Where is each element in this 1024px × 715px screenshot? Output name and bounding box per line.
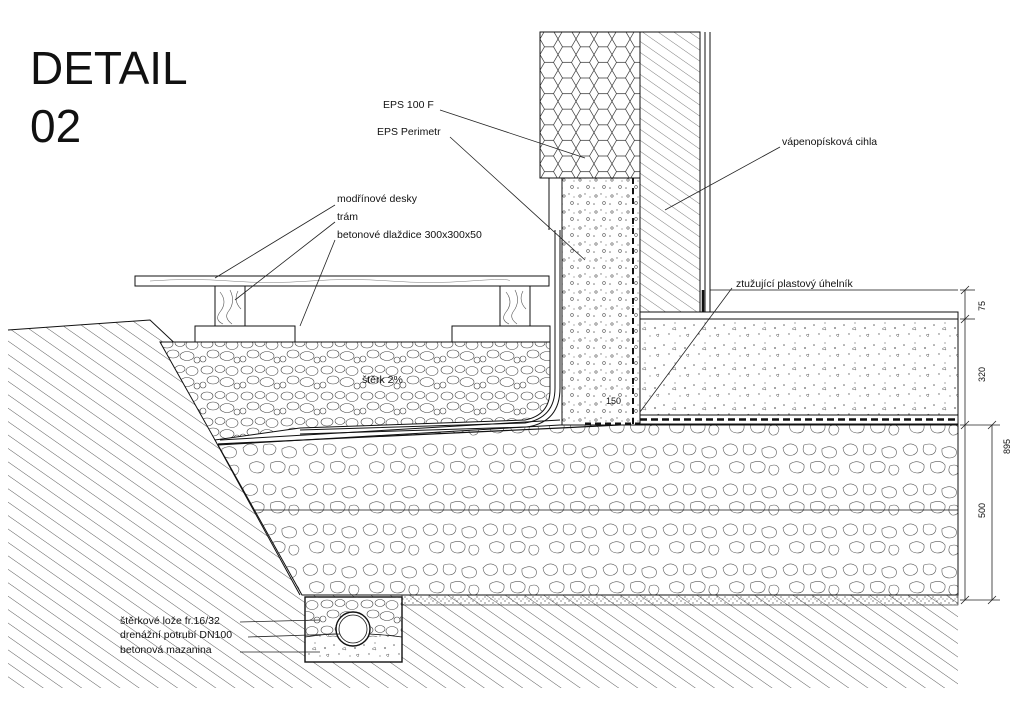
dim-320: 320 <box>977 367 987 382</box>
gravel-base-layer <box>217 419 959 596</box>
label-sand-lime-brick: vápenopísková cihla <box>782 136 877 148</box>
detail-number: 02 <box>30 100 82 152</box>
concrete-slab <box>639 318 959 416</box>
larch-decking <box>134 275 550 287</box>
dim-895: 895 <box>1002 439 1012 454</box>
drain-pipe <box>335 611 371 647</box>
label-gravel-slope: štěrk 2% <box>362 374 403 386</box>
label-beam: trám <box>337 211 358 223</box>
label-concrete-tiles: betonové dlaždice 300x300x50 <box>337 229 482 241</box>
label-gravel-bed: štěrkové lože fr.16/32 <box>120 615 220 627</box>
sand-lime-brick-wall <box>639 31 711 319</box>
drainage-trench <box>304 596 403 663</box>
terrace-gravel-bed <box>159 341 551 441</box>
dimension-chain <box>960 285 1000 605</box>
label-larch-boards: modřínové desky <box>337 193 418 205</box>
label-concrete-screed: betonová mazanina <box>120 644 212 656</box>
detail-title: DETAIL <box>30 42 188 94</box>
label-eps-100f: EPS 100 F <box>383 99 434 111</box>
slab-insulation-strip <box>585 414 959 426</box>
sand-layer <box>401 594 959 606</box>
dim-500: 500 <box>977 503 987 518</box>
leader-lines <box>214 109 781 653</box>
label-dim-150: 150 <box>606 396 621 406</box>
timber-beams <box>214 285 531 327</box>
label-drain-pipe: drenážní potrubí DN100 <box>120 629 232 641</box>
eps-100f-insulation <box>539 31 641 230</box>
dim-75: 75 <box>977 301 987 311</box>
concrete-tiles <box>194 325 551 343</box>
label-corner-profile: ztužující plastový úhelník <box>736 278 853 290</box>
label-eps-perimetr: EPS Perimetr <box>377 126 441 138</box>
eps-perimetr-insulation <box>561 177 641 426</box>
